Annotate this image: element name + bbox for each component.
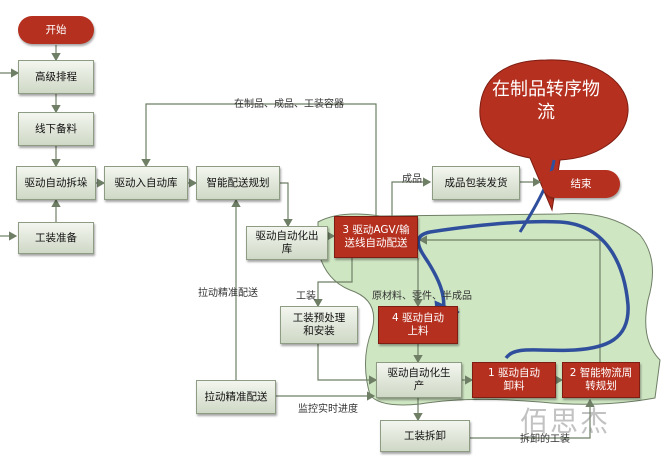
- offline-prep-node: 线下备料: [18, 112, 94, 146]
- edge-toolprep-production: [317, 344, 378, 385]
- auto-loading-node: 4 驱动自动上料: [378, 306, 458, 344]
- tool-preprocess-node: 工装预处理和安装: [280, 306, 358, 344]
- tool-disassembly-node: 工装拆卸: [380, 420, 470, 452]
- label-materials: 原材料、零件、半成品: [372, 291, 472, 302]
- label-disassembled-tooling: 拆卸的工装: [520, 434, 570, 445]
- product-pack-ship-node: 成品包装发货: [432, 166, 520, 200]
- tooling-prep-node: 工装准备: [18, 222, 94, 254]
- edge-wip-return: [141, 103, 377, 228]
- advanced-scheduling-node: 高级排程: [18, 60, 94, 94]
- wip-flow-arrow: [416, 219, 630, 360]
- label-tooling: 工装: [296, 291, 316, 302]
- auto-unloading-node: 1 驱动自动卸料: [472, 362, 556, 398]
- label-finished-products: 成品: [402, 174, 422, 185]
- edge-agv-tooling: [313, 258, 353, 308]
- end-node: 结束: [542, 170, 620, 198]
- label-pull-delivery-side: 拉动精准配送: [198, 288, 258, 299]
- callout-text: 在制品转序物流: [492, 79, 600, 123]
- label-wip-products-containers: 在制品、成品、工装容器: [234, 99, 344, 110]
- agv-line-node: 3 驱动AGV/输送线自动配送: [334, 216, 418, 258]
- watermark-text: 佰思杰: [520, 405, 611, 438]
- start-node: 开始: [18, 16, 94, 44]
- smart-logistics-node: 2 智能物流周转规划: [562, 362, 640, 398]
- auto-production-node: 驱动自动化生产: [376, 362, 462, 398]
- edge-agv-pack: [391, 177, 432, 216]
- auto-warehouse-in-node: 驱动入自动库: [104, 166, 188, 200]
- auto-outbound-node: 驱动自动化出库: [246, 226, 328, 260]
- edge-disassembly-out: [470, 398, 595, 439]
- wip-logistics-region: [317, 212, 661, 406]
- label-monitor-progress: 监控实时进度: [298, 404, 358, 415]
- smart-delivery-plan-node: 智能配送规划: [196, 166, 280, 200]
- edge-plan-outbound: [280, 182, 293, 228]
- auto-unstack-node: 驱动自动拆垛: [16, 166, 96, 200]
- pull-delivery-node: 拉动精准配送: [196, 380, 276, 414]
